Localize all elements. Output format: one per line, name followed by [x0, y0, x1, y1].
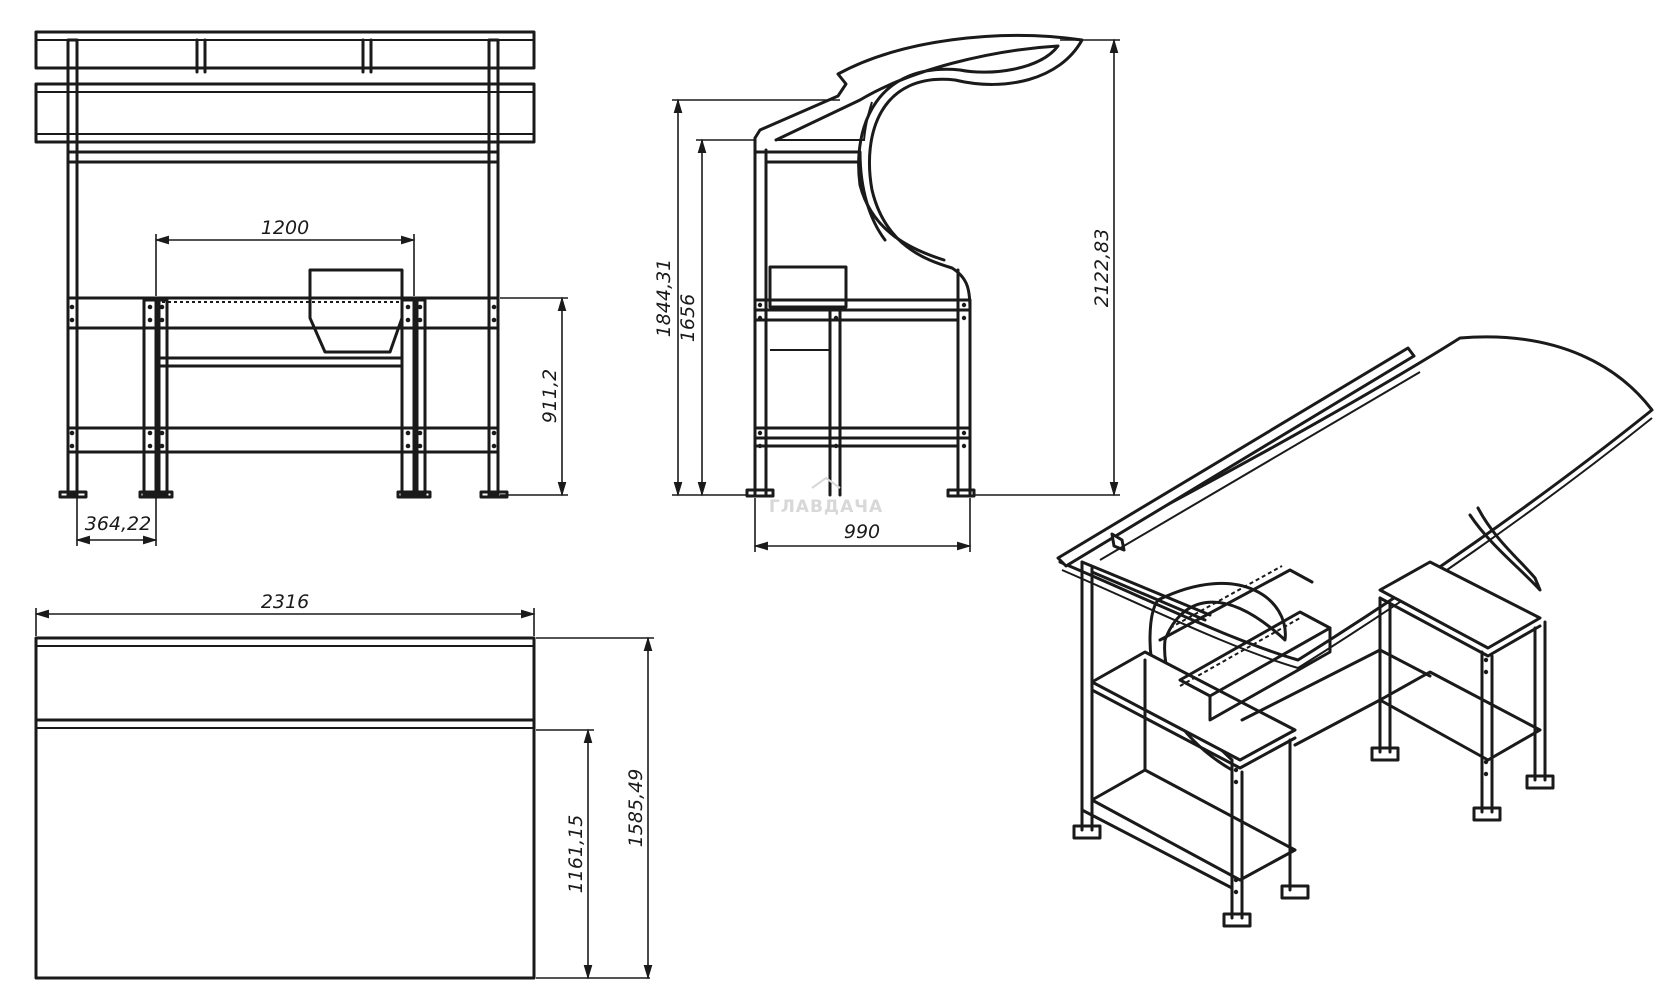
front-brazier-box	[308, 268, 404, 354]
front-foot	[58, 490, 88, 499]
iso-foot	[1370, 746, 1400, 762]
front-table-rail-lower	[66, 426, 500, 454]
front-foot	[138, 490, 174, 499]
dim-label-990: 990	[844, 521, 880, 543]
iso-foot	[1222, 912, 1252, 928]
iso-right-table-top	[1378, 560, 1542, 650]
side-foot	[946, 488, 976, 498]
front-roof-lower-band	[34, 82, 536, 144]
iso-foot	[1525, 774, 1555, 790]
side-table-top	[753, 298, 972, 312]
side-shelf	[753, 426, 972, 440]
front-left-post	[66, 38, 79, 497]
side-bolts	[757, 302, 967, 449]
front-table-rail-upper	[66, 296, 500, 330]
front-bolts	[69, 304, 497, 449]
dim-label-1200: 1200	[261, 217, 309, 239]
dim-label-1656: 1656	[677, 294, 699, 342]
front-inner-post-right	[400, 298, 416, 497]
dim-label-364: 364,22	[85, 513, 151, 535]
side-view: ГЛАВДАЧА 1844,31 1656 2122,83 990	[653, 33, 1120, 552]
iso-left-table-top	[1090, 650, 1297, 762]
front-right-post	[487, 38, 500, 497]
dim-label-2316: 2316	[261, 591, 309, 613]
isometric-view	[1056, 335, 1654, 928]
dim-label-911: 911,2	[539, 369, 561, 423]
iso-foot	[1280, 884, 1310, 900]
watermark: ГЛАВДАЧА	[769, 497, 883, 517]
side-brazier	[768, 265, 848, 309]
top-view: 2316 1161,15 1585,49	[34, 591, 654, 980]
top-roof-outline	[34, 636, 536, 980]
dim-label-2122: 2122,83	[1091, 229, 1113, 308]
dim-label-1161: 1161,15	[565, 815, 587, 894]
iso-bolts	[1233, 657, 1489, 895]
dim-label-1585: 1585,49	[625, 769, 647, 848]
front-roof-upper-band	[34, 30, 536, 70]
front-inner-post-left	[142, 298, 158, 497]
iso-left-shelf	[1090, 768, 1297, 882]
iso-foot	[1472, 806, 1502, 822]
side-foot	[745, 488, 775, 498]
iso-foot	[1072, 824, 1102, 840]
front-foot	[396, 490, 432, 499]
dim-label-1844: 1844,31	[653, 259, 675, 338]
side-canopy-inner	[774, 44, 1060, 262]
iso-right-shelf	[1378, 670, 1542, 762]
front-view: 1200 911,2 364,22	[34, 30, 568, 546]
side-canopy-outer	[753, 33, 1084, 497]
